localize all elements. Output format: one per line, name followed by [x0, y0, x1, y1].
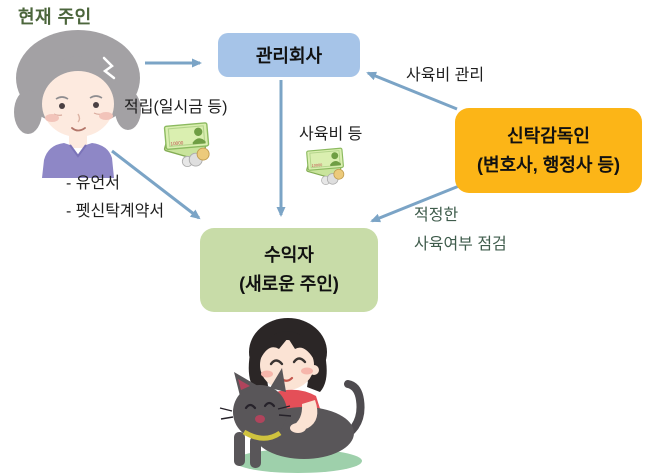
beneficiary-box: 수익자 (새로운 주인) — [200, 228, 378, 312]
proper-care-line1: 적정한 — [414, 207, 459, 224]
trust-supervisor-line2: (변호사, 행정사 등) — [477, 154, 620, 175]
proper-care-line2: 사육여부 점검 — [414, 236, 507, 253]
management-company-label: 관리회사 — [255, 46, 323, 66]
money-icon — [163, 122, 210, 167]
trust-supervisor-line1: 신탁감독인 — [507, 125, 590, 146]
care-fee-label: 사육비 등 — [299, 126, 363, 143]
care-fee-management-label: 사육비 관리 — [406, 67, 485, 84]
money-icon — [305, 147, 345, 185]
elderly-woman-illustration — [14, 30, 141, 178]
proper-care-inspection-label: 적정한 사육여부 점검 — [414, 201, 507, 259]
beneficiary-line2: (새로운 주인) — [239, 274, 339, 294]
beneficiary-line1: 수익자 — [264, 245, 314, 265]
deposit-label: 적립(일시금 등) — [124, 99, 228, 116]
documents-line1: - 유언서 — [66, 175, 120, 192]
girl-hugging-cat-illustration — [219, 318, 365, 473]
documents-label: - 유언서 - 펫신탁계약서 — [66, 170, 164, 226]
trust-supervisor-box: 신탁감독인 (변호사, 행정사 등) — [455, 108, 642, 193]
management-company-box: 관리회사 — [218, 33, 360, 77]
documents-line2: - 펫신탁계약서 — [66, 203, 165, 220]
current-owner-label: 현재 주인 — [18, 7, 92, 27]
